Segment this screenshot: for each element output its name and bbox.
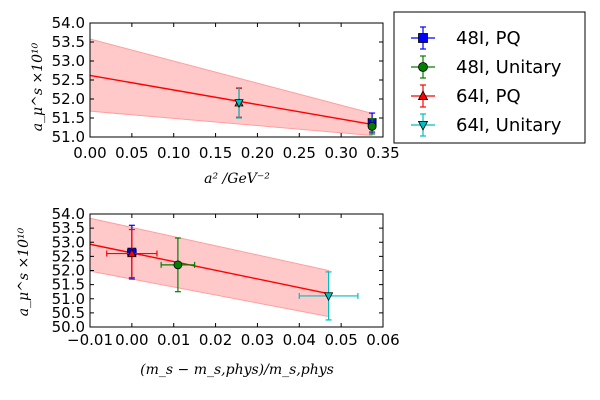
x-tick-label: 0.06	[366, 331, 399, 349]
x-tick-label: 0.00	[115, 331, 148, 349]
y-tick-label: 54.0	[52, 14, 85, 32]
legend-label: 48I, PQ	[456, 28, 521, 49]
y-tick-label: 52.5	[52, 247, 85, 265]
legend-marker-triangle-down	[417, 121, 429, 131]
marker-circle	[173, 260, 183, 270]
x-tick-label: 0.35	[366, 144, 399, 162]
marker-triangle-down	[323, 292, 334, 302]
top-plot-content	[90, 38, 373, 137]
x-tick-label: 0.04	[283, 331, 316, 349]
legend-label: 64I, Unitary	[456, 115, 562, 136]
top-y-axis-label: a_μ^s ×10¹⁰	[30, 42, 46, 131]
y-tick-label: 51.5	[52, 109, 85, 127]
x-tick-label: 0.00	[73, 144, 106, 162]
legend-item-48i-unitary: 48I, Unitary	[411, 55, 562, 79]
y-tick-label: 53.5	[52, 33, 85, 51]
x-tick-label: 0.30	[324, 144, 357, 162]
x-tick-label: 0.01	[157, 331, 190, 349]
legend-label: 48I, Unitary	[456, 57, 562, 78]
bottom-plot-content	[90, 217, 330, 318]
marker-triangle-down	[234, 99, 244, 109]
legend-item-64i-unitary: 64I, Unitary	[411, 113, 562, 137]
legend-marker-square	[418, 33, 428, 43]
y-tick-label: 50.0	[52, 318, 85, 336]
bottom-point-48i-unitary	[160, 237, 196, 293]
top-point-48i-unitary	[367, 118, 377, 135]
legend-label: 64I, PQ	[456, 86, 521, 107]
x-tick-label: 0.10	[157, 144, 190, 162]
y-tick-label: 52.0	[52, 262, 85, 280]
legend-item-48i-pq: 48I, PQ	[411, 26, 521, 50]
y-tick-label: 52.0	[52, 90, 85, 108]
x-tick-label: 0.03	[241, 331, 274, 349]
y-tick-label: 54.0	[52, 205, 85, 223]
y-tick-label: 50.5	[52, 304, 85, 322]
top-x-axis-label: a² /GeV⁻²	[204, 171, 270, 187]
y-tick-label: 53.0	[52, 233, 85, 251]
bottom-point-64i-pq	[106, 228, 158, 279]
x-tick-label: −0.01	[67, 331, 113, 349]
top-plot-area: 0.00 0.05 0.10 0.15 0.20 0.25 0.30 0.35 51.051.5…	[52, 14, 400, 162]
legend-item-64i-pq: 64I, PQ	[411, 84, 521, 108]
y-tick-label: 51.5	[52, 276, 85, 294]
x-tick-label: 0.20	[241, 144, 274, 162]
y-tick-label: 51.0	[52, 290, 85, 308]
bottom-point-64i-unitary	[298, 271, 359, 321]
bottom-fit-band	[90, 217, 330, 318]
marker-triangle-up	[127, 248, 137, 258]
x-tick-label: 0.15	[199, 144, 232, 162]
top-panel: 0.00 0.05 0.10 0.15 0.20 0.25 0.30 0.35 51.051.5…	[30, 14, 400, 187]
top-fit-band	[90, 38, 373, 137]
bottom-y-axis-label: a_μ^s ×10¹⁰	[16, 227, 32, 316]
x-tick-label: 0.05	[115, 144, 148, 162]
top-fit-line	[90, 74, 373, 126]
top-point-64i-unitary	[234, 86, 244, 119]
legend: 48I, PQ 48I, Unitary 64I, PQ 64I, Unitary	[393, 11, 586, 144]
y-tick-label: 52.5	[52, 71, 85, 89]
legend-marker-triangle-up	[417, 90, 429, 100]
x-tick-label: 0.05	[324, 331, 357, 349]
marker-circle	[367, 121, 377, 131]
bottom-x-axis-label: (m_s − m_s,phys)/m_s,phys	[140, 362, 334, 378]
x-tick-label: 0.25	[283, 144, 316, 162]
legend-marker-circle	[418, 62, 428, 72]
y-tick-label: 53.0	[52, 52, 85, 70]
y-tick-label: 53.5	[52, 219, 85, 237]
y-tick-label: 51.0	[52, 128, 85, 146]
x-tick-label: 0.02	[199, 331, 232, 349]
